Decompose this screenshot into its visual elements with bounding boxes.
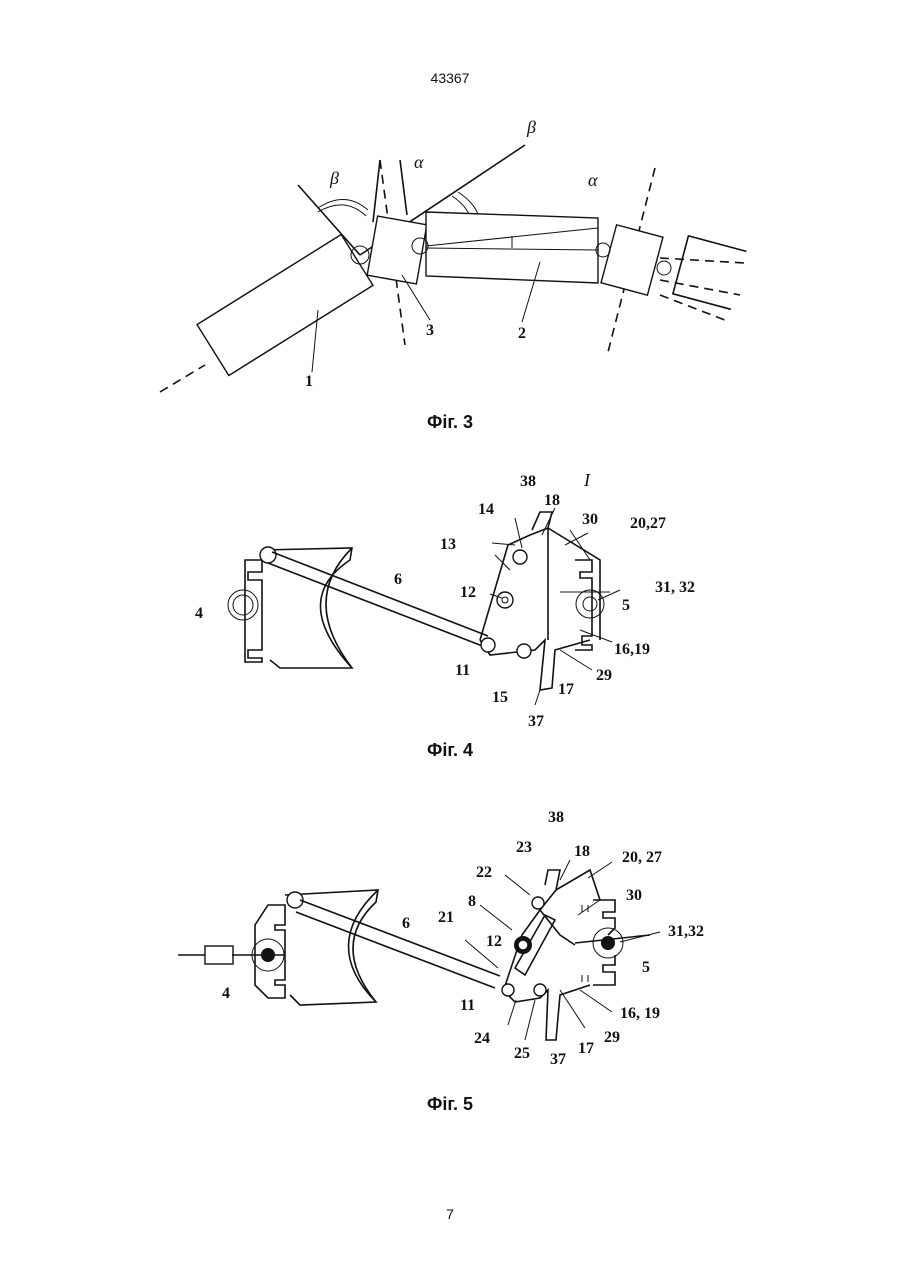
- fig5-label-16-19: 16, 19: [620, 1005, 660, 1022]
- fig5-label-21: 21: [438, 909, 454, 926]
- fig4-label-11: 11: [455, 662, 470, 679]
- fig4-label-13: 13: [440, 536, 456, 553]
- fig5-label-24: 24: [474, 1030, 490, 1047]
- fig5-label-25: 25: [514, 1045, 530, 1062]
- fig5-label-22: 22: [476, 864, 492, 881]
- fig5-label-11: 11: [460, 997, 475, 1014]
- fig3-body-right: [673, 236, 746, 309]
- fig3-body-2: [426, 212, 598, 283]
- fig4-label-I: I: [583, 470, 591, 490]
- fig4-label-16-19: 16,19: [614, 641, 650, 658]
- fig5-label-37: 37: [550, 1051, 566, 1068]
- fig4-label-14: 14: [478, 501, 494, 518]
- fig4-label-38: 38: [520, 473, 536, 490]
- fig3-body-1: [197, 235, 373, 376]
- fig3-label-alpha-a: α: [414, 152, 424, 172]
- figure-4-drawing: 4 5 6 11 12 13 14 15 17 18 29 30 37 38 1…: [195, 470, 695, 730]
- fig5-label-6: 6: [402, 915, 410, 932]
- fig3-label-2: 2: [518, 325, 526, 342]
- fig4-label-6: 6: [394, 571, 402, 588]
- fig5-label-30: 30: [626, 887, 642, 904]
- fig3-axis-left: [160, 365, 205, 392]
- fig5-label-5: 5: [642, 959, 650, 976]
- fig3-coupling-3: [367, 216, 427, 284]
- figure-5-caption: Фіг. 5: [0, 1094, 900, 1115]
- fig3-label-3: 3: [426, 322, 434, 339]
- fig5-label-18: 18: [574, 843, 590, 860]
- fig3-joint-4: [657, 261, 671, 275]
- fig4-label-30: 30: [582, 511, 598, 528]
- fig5-label-4: 4: [222, 985, 230, 1002]
- fig3-label-1: 1: [305, 373, 313, 390]
- fig3-axis-right-end: [660, 258, 745, 263]
- fig5-label-31-32: 31,32: [668, 923, 704, 940]
- fig4-label-4: 4: [195, 605, 203, 622]
- fig3-rail-a: [373, 160, 380, 222]
- fig5-label-8: 8: [468, 893, 476, 910]
- fig4-label-29: 29: [596, 667, 612, 684]
- figure-4-caption: Фіг. 4: [0, 740, 900, 761]
- fig3-axis-right-end2: [660, 280, 740, 295]
- fig4-label-18: 18: [544, 492, 560, 509]
- fig4-label-17: 17: [558, 681, 574, 698]
- fig3-label-beta-b: β: [526, 117, 536, 137]
- fig4-label-15: 15: [492, 689, 508, 706]
- fig4-label-31-32: 31, 32: [655, 579, 695, 596]
- fig5-label-29: 29: [604, 1029, 620, 1046]
- fig4-label-5: 5: [622, 597, 630, 614]
- fig3-beta-arc-2: [318, 205, 366, 216]
- fig4-label-37: 37: [528, 713, 544, 730]
- fig4-label-20-27: 20,27: [630, 515, 666, 532]
- fig3-coupling-right: [601, 225, 663, 295]
- fig4-label-12: 12: [460, 584, 476, 601]
- fig3-rail-b: [400, 160, 407, 215]
- fig3-label-alpha-b: α: [588, 170, 598, 190]
- fig5-label-12: 12: [486, 933, 502, 950]
- fig5-label-17: 17: [578, 1040, 594, 1057]
- fig3-label-beta-a: β: [329, 168, 339, 188]
- page-number: 7: [0, 1206, 900, 1222]
- fig5-label-38: 38: [548, 809, 564, 826]
- fig5-label-20-27: 20, 27: [622, 849, 662, 866]
- figure-3-caption: Фіг. 3: [0, 412, 900, 433]
- figure-5-drawing: 4 5 6 8 11 12 17 18 21 22 23 24 25 29 30…: [178, 809, 704, 1068]
- fig5-label-23: 23: [516, 839, 532, 856]
